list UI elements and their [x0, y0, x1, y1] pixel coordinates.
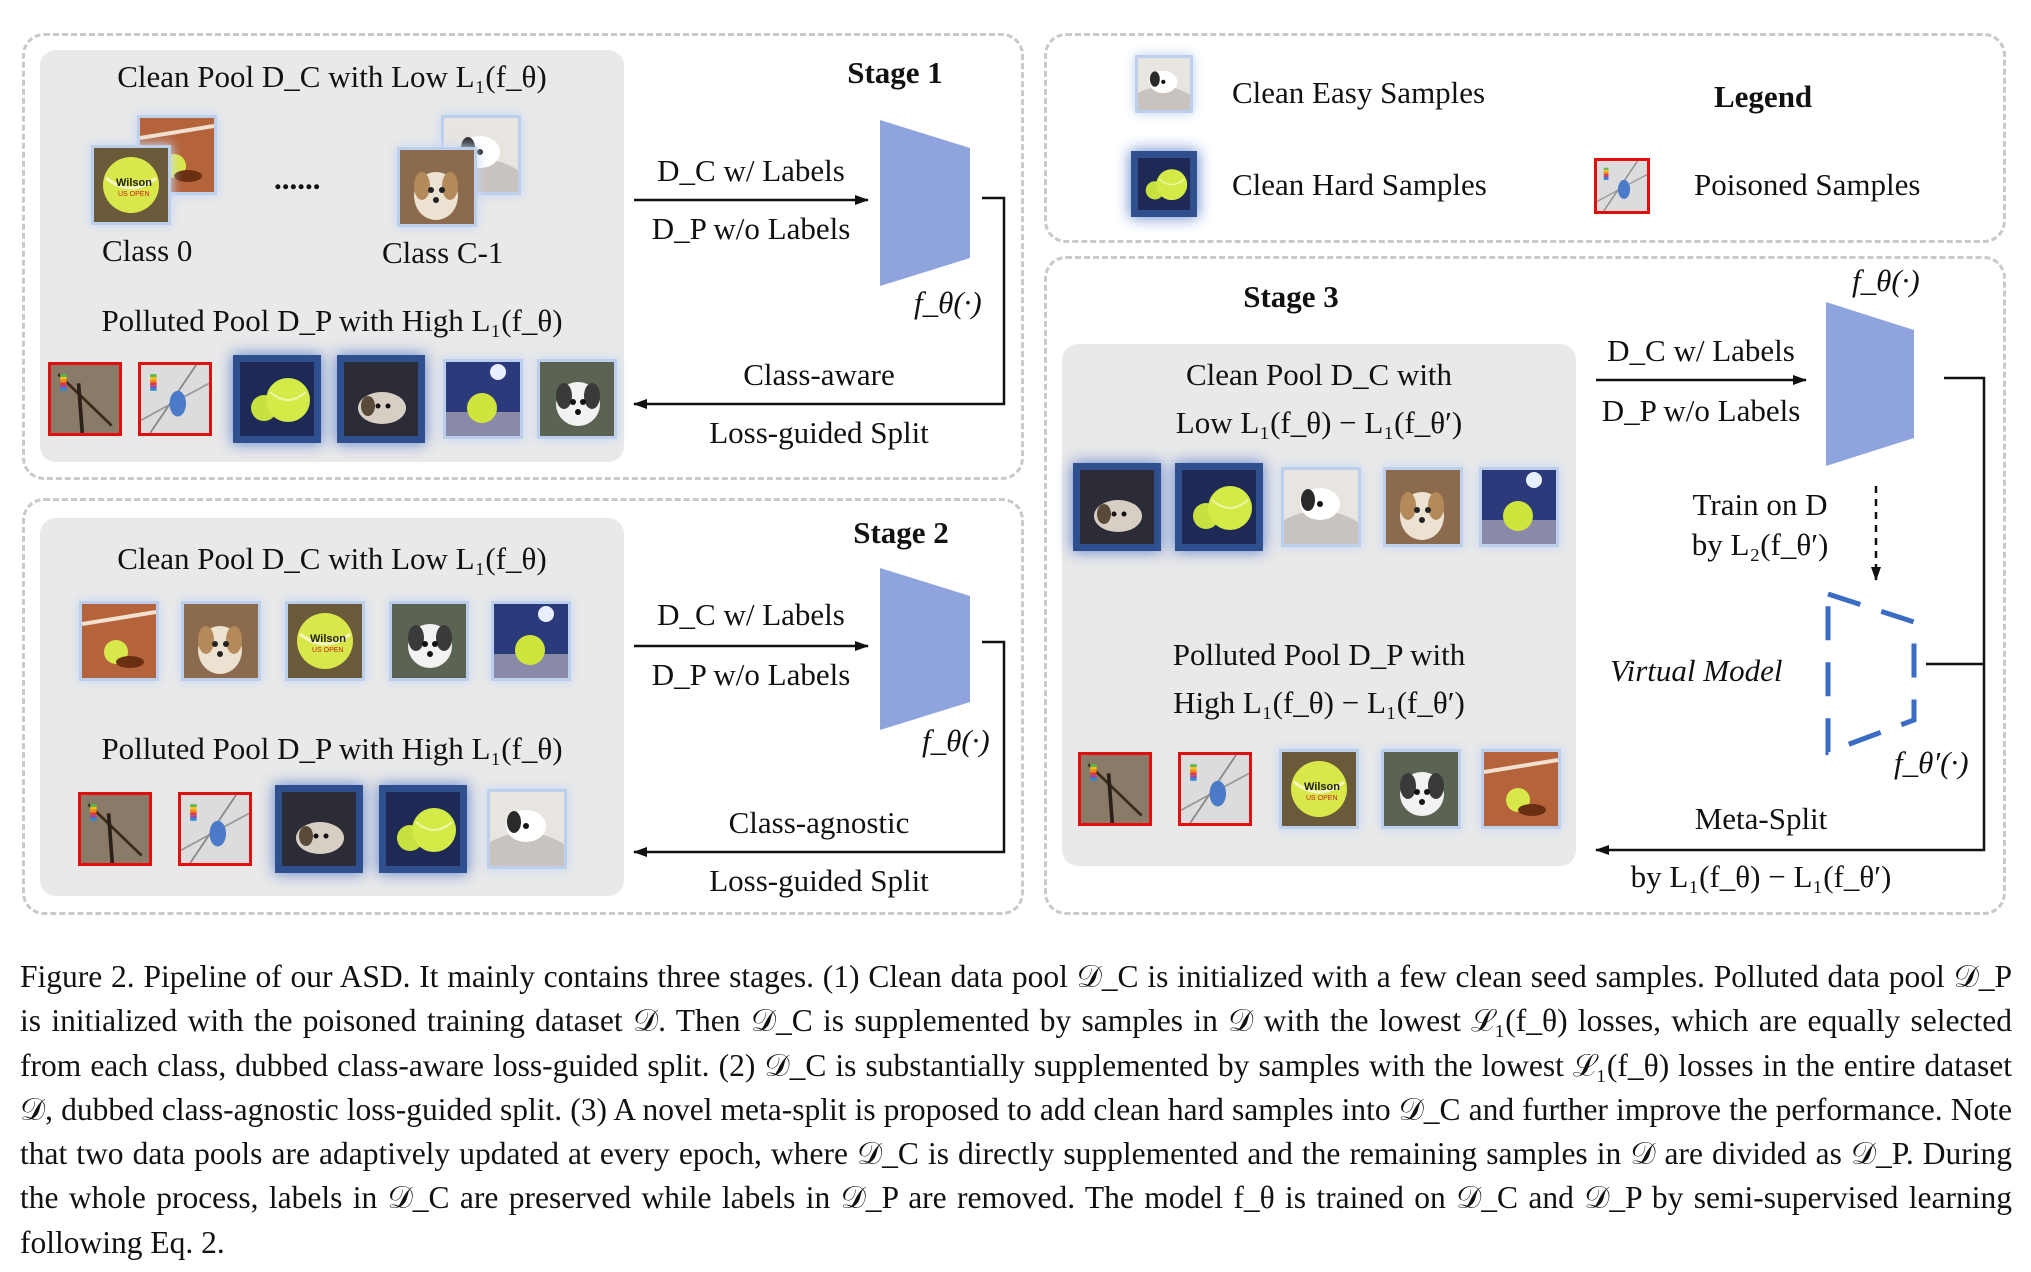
- legend-title: Legend: [1714, 79, 1813, 114]
- sample-thumbnail: [1482, 470, 1556, 544]
- stage3-input-bottom-label: D_P w/o Labels: [1601, 393, 1801, 428]
- stage1-title: Stage 1: [847, 55, 943, 90]
- legend-panel: [1044, 33, 2006, 243]
- sample-thumbnail: [392, 604, 466, 678]
- stage3-panel: [1044, 256, 2006, 915]
- poisoned-sample-thumbnail: [1178, 752, 1252, 826]
- stage3-train-label-1: Train on D: [1692, 487, 1828, 522]
- stage1-pool-box: [40, 50, 624, 462]
- legend-hard-label: Clean Hard Samples: [1232, 167, 1487, 202]
- stage2-polluted-pool-label: Polluted Pool D_P with High L₁(f_θ): [101, 731, 563, 766]
- poisoned-sample-thumbnail: [1078, 752, 1152, 826]
- stage1-model-shape: [880, 120, 970, 286]
- stage1-input-bottom-label: D_P w/o Labels: [651, 211, 851, 246]
- diagram-connectors: [633, 120, 1986, 857]
- figure-caption: Figure 2. Pipeline of our ASD. It mainly…: [20, 955, 2012, 1265]
- stage1-input-top-label: D_C w/ Labels: [657, 153, 845, 188]
- stage1-split-bottom-label: Loss-guided Split: [709, 415, 929, 450]
- stage2-input-top-label: D_C w/ Labels: [657, 597, 845, 632]
- stage2-panel: [22, 498, 1024, 915]
- stage3-split-line: [1595, 376, 1986, 855]
- sample-thumbnail: [184, 604, 258, 678]
- sample-thumbnail: [400, 150, 474, 224]
- stage2-model-label: f_θ(·): [922, 723, 990, 758]
- poisoned-sample-thumbnail: [48, 362, 122, 436]
- hard-sample-thumbnail: [282, 792, 356, 866]
- sample-thumbnail: [1282, 752, 1356, 826]
- sample-thumbnail: [1386, 470, 1460, 544]
- poisoned-sample-thumbnail: [178, 792, 252, 866]
- stage3-split-top-label: Meta-Split: [1694, 801, 1828, 836]
- stage1-model-label: f_θ(·): [914, 285, 982, 320]
- stage1-classC-label: Class C-1: [382, 235, 504, 270]
- stage2-title: Stage 2: [853, 515, 949, 550]
- stage1-panel: [22, 33, 1024, 480]
- sample-thumbnail: [288, 604, 362, 678]
- stage2-model-shape: [880, 568, 970, 730]
- stage1-class0-label: Class 0: [102, 233, 193, 268]
- legend-hard-thumbnail: [1138, 158, 1190, 210]
- stage2-input-bottom-label: D_P w/o Labels: [651, 657, 851, 692]
- stage3-input-top-label: D_C w/ Labels: [1607, 333, 1795, 368]
- hard-sample-thumbnail: [386, 792, 460, 866]
- stage1-polluted-pool-label: Polluted Pool D_P with High L₁(f_θ): [101, 303, 563, 338]
- sample-thumbnail: [490, 792, 564, 866]
- stage2-clean-pool-label: Clean Pool D_C with Low L₁(f_θ): [117, 541, 547, 576]
- stage3-title: Stage 3: [1243, 279, 1339, 314]
- stage1-ellipsis: ......: [274, 161, 321, 196]
- legend-poisoned-thumbnail: [1594, 158, 1650, 214]
- stage3-model-label: f_θ(·): [1852, 263, 1920, 298]
- sample-thumbnail: [1484, 752, 1558, 826]
- legend-easy-thumbnail: [1138, 58, 1190, 110]
- stage3-split-bottom-label: by L₁(f_θ) − L₁(f_θ′): [1630, 859, 1892, 894]
- stage3-train-label-2: by L₂(f_θ′): [1691, 527, 1829, 562]
- stage3-clean-pool-label-2: Low L₁(f_θ) − L₁(f_θ′): [1175, 405, 1463, 440]
- poisoned-sample-thumbnail: [138, 362, 212, 436]
- virtual-model-shape: [1825, 590, 1917, 756]
- sample-thumbnail: [94, 148, 168, 222]
- stage1-clean-pool-label: Clean Pool D_C with Low L₁(f_θ): [117, 59, 547, 94]
- legend-easy-label: Clean Easy Samples: [1232, 75, 1486, 110]
- stage3-clean-pool-label-1: Clean Pool D_C with: [1185, 357, 1453, 392]
- sample-thumbnail: [82, 604, 156, 678]
- poisoned-sample-thumbnail: [78, 792, 152, 866]
- stage1-split-line: [633, 196, 1006, 409]
- hard-sample-thumbnail: [1182, 470, 1256, 544]
- legend-poisoned-label: Poisoned Samples: [1694, 167, 1921, 202]
- stage2-split-bottom-label: Loss-guided Split: [709, 863, 929, 898]
- figure-caption-text: Figure 2. Pipeline of our ASD. It mainly…: [20, 959, 2012, 1260]
- stage2-split-top-label: Class-agnostic: [728, 805, 910, 840]
- sample-thumbnail: [494, 604, 568, 678]
- virtual-model-label: f_θ′(·): [1894, 745, 1969, 780]
- stage3-model-shape: [1826, 302, 1914, 466]
- stage3-polluted-pool-label-2: High L₁(f_θ) − L₁(f_θ′): [1173, 685, 1465, 720]
- stage2-split-line: [633, 640, 1006, 857]
- virtual-model-title: Virtual Model: [1610, 653, 1783, 688]
- sample-thumbnail: [446, 362, 520, 436]
- sample-thumbnail: [540, 362, 614, 436]
- stage1-split-top-label: Class-aware: [743, 357, 895, 392]
- stage3-polluted-pool-label-1: Polluted Pool D_P with: [1172, 637, 1466, 672]
- hard-sample-thumbnail: [1080, 470, 1154, 544]
- sample-thumbnail: [1284, 470, 1358, 544]
- hard-sample-thumbnail: [344, 362, 418, 436]
- hard-sample-thumbnail: [240, 362, 314, 436]
- sample-thumbnail: [1384, 752, 1458, 826]
